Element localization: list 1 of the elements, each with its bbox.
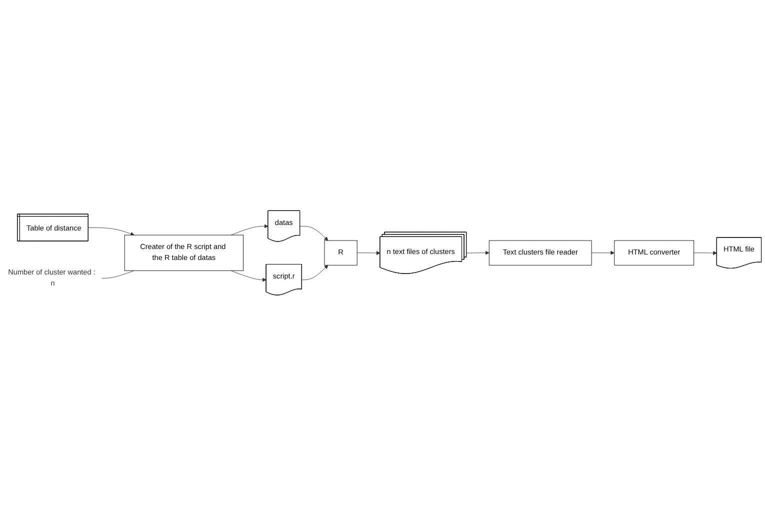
connector (102, 270, 134, 278)
